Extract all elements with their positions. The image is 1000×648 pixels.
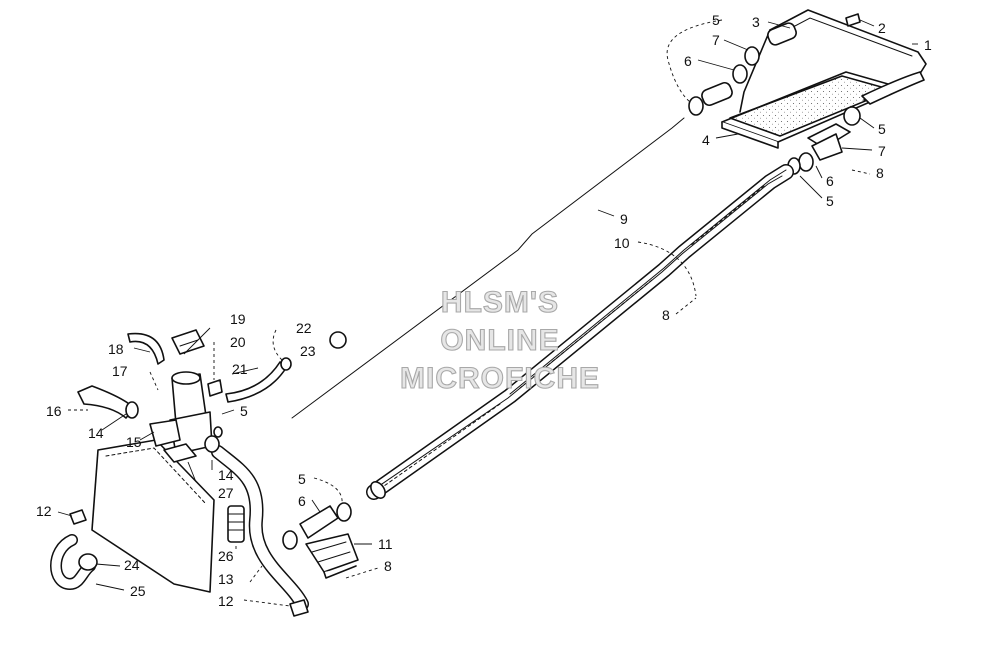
- coupler-set-upper-right: [787, 106, 861, 175]
- callout-7-right: 7: [878, 143, 886, 159]
- watermark-line-1: HLSM'S: [441, 286, 559, 319]
- callout-20: 20: [230, 334, 246, 350]
- fitting-20: [207, 379, 223, 397]
- mounting-bracket-11: [305, 533, 359, 579]
- callout-23: 23: [300, 343, 316, 359]
- watermark-line-2: ONLINE: [440, 324, 559, 357]
- callout-13: 13: [218, 571, 234, 587]
- coupler-set-upper-left: [688, 22, 797, 116]
- tee-15: [149, 419, 181, 447]
- callout-12-left: 12: [36, 503, 52, 519]
- callout-26: 26: [218, 548, 234, 564]
- callout-8-lower: 8: [384, 558, 392, 574]
- callout-14-right: 14: [218, 467, 234, 483]
- callout-5-lower: 5: [298, 471, 306, 487]
- callout-17: 17: [112, 363, 128, 379]
- callout-10: 10: [614, 235, 630, 251]
- tank-body: [91, 439, 215, 593]
- callout-5-right-bottom: 5: [826, 193, 834, 209]
- callout-11: 11: [378, 536, 393, 552]
- hose-16: [77, 385, 135, 419]
- hose-25-assembly: [50, 509, 98, 591]
- callout-25: 25: [130, 583, 146, 599]
- callout-5-left: 5: [240, 403, 248, 419]
- callout-5-upper: 5: [712, 12, 720, 28]
- callout-8-right: 8: [876, 165, 884, 181]
- watermark: HLSM'S ONLINE MICROFICHE: [399, 285, 600, 395]
- callout-9: 9: [620, 211, 628, 227]
- overflow-hose-13: [211, 445, 309, 611]
- callout-16: 16: [46, 403, 62, 419]
- callout-22: 22: [296, 320, 312, 336]
- clamp-5-left: [213, 426, 223, 438]
- reservoir-bottle: [169, 371, 213, 455]
- callout-3: 3: [752, 14, 760, 30]
- callout-6-lower: 6: [298, 493, 306, 509]
- heat-exchanger-assembly: [721, 9, 927, 149]
- callout-19: 19: [230, 311, 246, 327]
- callout-15: 15: [126, 434, 142, 450]
- callout-2: 2: [878, 20, 886, 36]
- callout-6-right: 6: [826, 173, 834, 189]
- spring-26: [227, 505, 245, 543]
- callout-4: 4: [702, 132, 710, 148]
- clamp-23: [329, 331, 347, 349]
- coolant-tube-10: [366, 164, 794, 500]
- callout-6-upper: 6: [684, 53, 692, 69]
- callout-7-upper: 7: [712, 32, 720, 48]
- callout-21: 21: [232, 361, 248, 377]
- callout-1: 1: [924, 37, 932, 53]
- leader-lines: [57, 19, 918, 607]
- callout-18: 18: [108, 341, 124, 357]
- coolant-tube-9: [249, 113, 689, 443]
- hose-right-end: [861, 71, 925, 105]
- callout-12-bottom: 12: [218, 593, 234, 609]
- clamp-14-left: [125, 401, 139, 419]
- watermark-line-3: MICROFICHE: [400, 362, 600, 395]
- callout-14-left: 14: [88, 425, 104, 441]
- callout-24: 24: [124, 557, 140, 573]
- clamp-22: [280, 357, 292, 371]
- pad-27: [163, 443, 197, 463]
- vent-hose-18: [127, 332, 165, 365]
- clamp-14-right: [204, 435, 220, 453]
- callout-8-middle: 8: [662, 307, 670, 323]
- callout-27: 27: [218, 485, 234, 501]
- clamp-12-lower: [289, 599, 309, 617]
- callout-5-right-top: 5: [878, 121, 886, 137]
- callout-labels: 1 2 3 5 7 6 4 5 7 6 8 5 9 10 8 19 22 18 …: [36, 12, 932, 609]
- reservoir-cap: [171, 329, 205, 355]
